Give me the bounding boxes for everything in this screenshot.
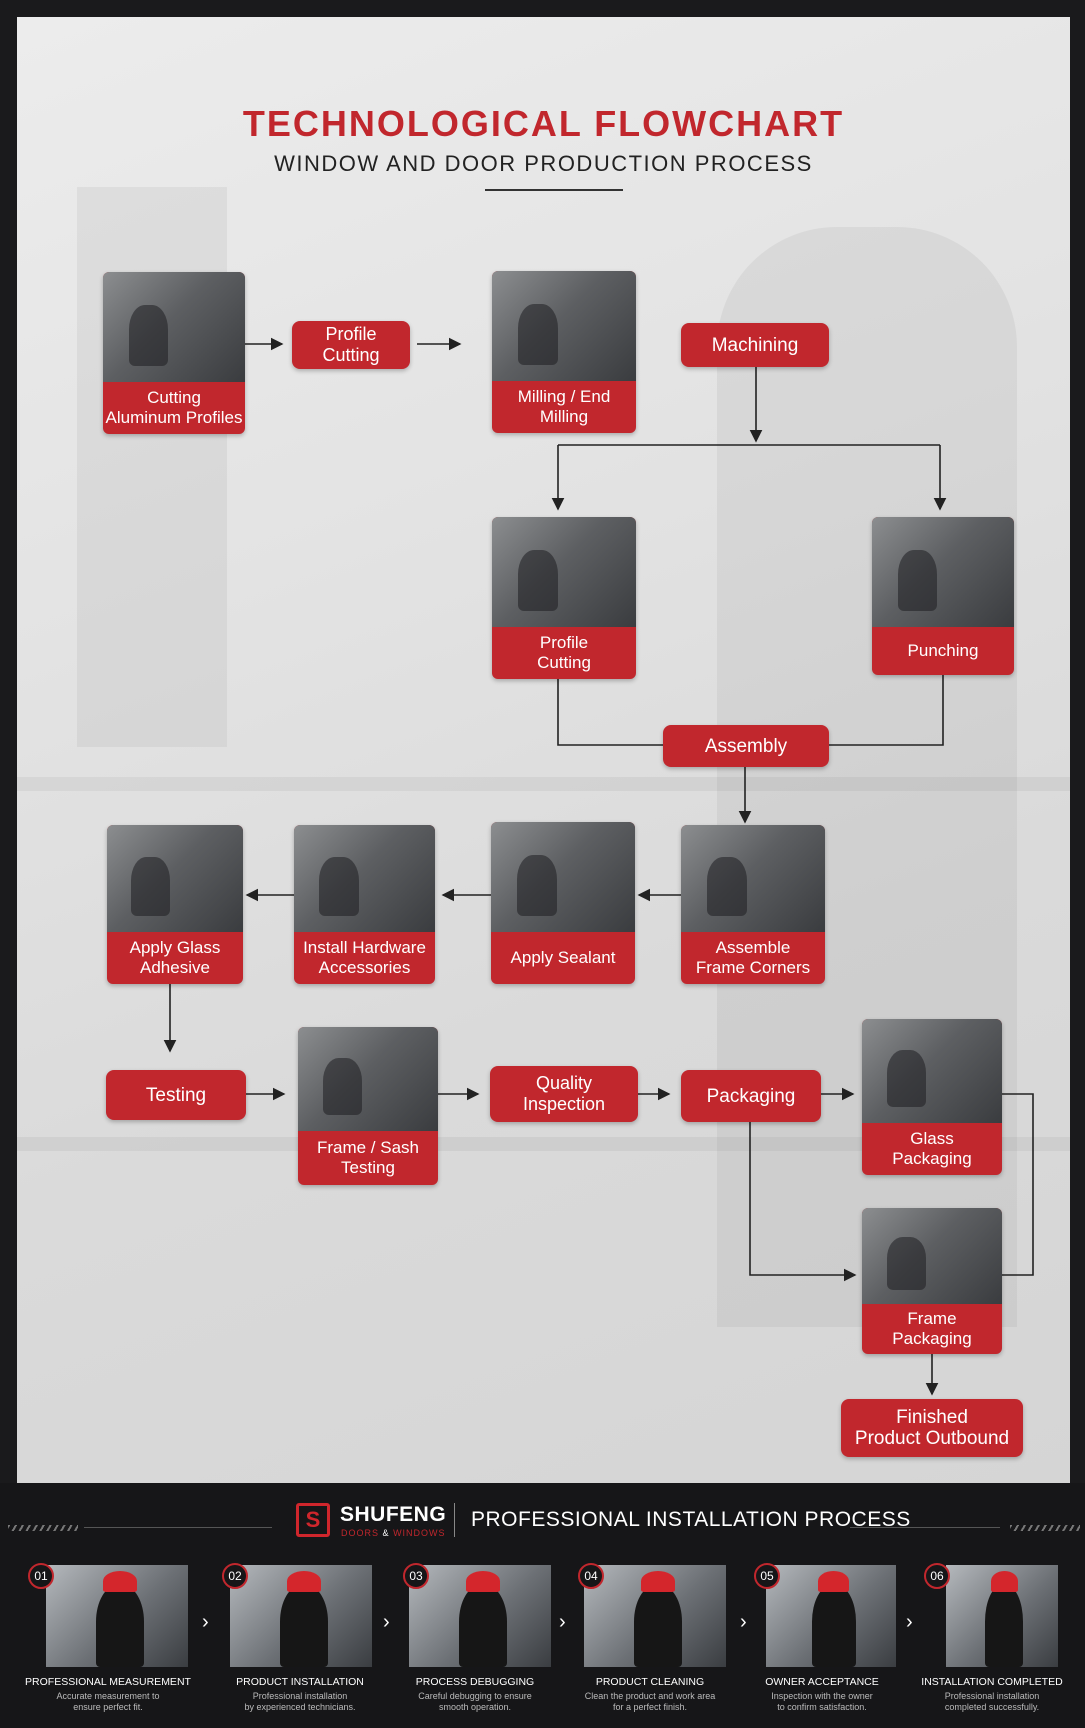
step-name: OWNER ACCEPTANCE xyxy=(765,1676,879,1688)
step-machining: Machining xyxy=(681,323,829,367)
measurement-photo xyxy=(46,1565,188,1667)
step-description: Careful debugging to ensure smooth opera… xyxy=(418,1691,532,1712)
step-card-profile-cutting: Profile Cutting xyxy=(492,517,636,679)
cleaning-photo xyxy=(584,1565,726,1667)
card-label: Apply Sealant xyxy=(510,948,616,967)
shufeng-logo-icon: S xyxy=(296,1503,330,1537)
step-card-cutting-aluminum: Cutting Aluminum Profiles xyxy=(103,272,245,434)
brand-tagline: DOORS & WINDOWS xyxy=(341,1528,446,1538)
step-profile-cutting: Profile Cutting xyxy=(292,321,410,369)
sealant-photo xyxy=(491,822,635,932)
card-label: Glass Packaging xyxy=(892,1129,972,1168)
hardware-photo xyxy=(294,825,435,932)
step-assembly: Assembly xyxy=(663,725,829,767)
step-name: PRODUCT CLEANING xyxy=(595,1676,705,1688)
chevron-right-icon: › xyxy=(383,1611,390,1633)
sash-testing-photo xyxy=(298,1027,438,1131)
milling-photo xyxy=(492,271,636,381)
background-rail xyxy=(17,777,1070,791)
header-separator xyxy=(454,1503,455,1537)
step-card-apply-glass: Apply Glass Adhesive xyxy=(107,825,243,984)
step-card-frame-sash-testing: Frame / Sash Testing xyxy=(298,1027,438,1185)
hatch-decoration xyxy=(8,1525,78,1531)
step-number: 04 xyxy=(578,1563,604,1589)
step-card-glass-packaging: Glass Packaging xyxy=(862,1019,1002,1175)
flowchart-panel: TECHNOLOGICAL FLOWCHART WINDOW AND DOOR … xyxy=(17,17,1070,1483)
merge-line xyxy=(829,675,944,746)
step-card-frame-packaging: Frame Packaging xyxy=(862,1208,1002,1354)
step-card-apply-sealant: Apply Sealant xyxy=(491,822,635,984)
step-description: Inspection with the owner to confirm sat… xyxy=(771,1691,873,1712)
step-name: PROFESSIONAL MEASUREMENT xyxy=(25,1676,191,1688)
step-name: PRODUCT INSTALLATION xyxy=(236,1676,364,1688)
card-label: Profile Cutting xyxy=(537,633,591,672)
step-card-punching: Punching xyxy=(872,517,1014,675)
debugging-photo xyxy=(409,1565,551,1667)
step-number: 01 xyxy=(28,1563,54,1589)
step-description: Professional installation by experienced… xyxy=(244,1691,356,1712)
profile-cutting-photo xyxy=(492,517,636,627)
installation-title: PROFESSIONAL INSTALLATION PROCESS xyxy=(471,1508,911,1531)
step-testing: Testing xyxy=(106,1070,246,1120)
step-number: 02 xyxy=(222,1563,248,1589)
step-card-assemble-corners: Assemble Frame Corners xyxy=(681,825,825,984)
glass-packaging-photo xyxy=(862,1019,1002,1123)
header-line xyxy=(850,1527,1000,1528)
installation-photo xyxy=(230,1565,372,1667)
acceptance-photo xyxy=(766,1565,896,1667)
chevron-right-icon: › xyxy=(906,1611,913,1633)
completed-photo xyxy=(946,1565,1058,1667)
hatch-decoration xyxy=(1010,1525,1080,1531)
chevron-right-icon: › xyxy=(202,1611,209,1633)
card-label: Apply Glass Adhesive xyxy=(129,938,221,977)
step-quality-inspection: Quality Inspection xyxy=(490,1066,638,1122)
cutting-photo xyxy=(103,272,245,382)
step-name: INSTALLATION COMPLETED xyxy=(921,1676,1063,1688)
header-line xyxy=(84,1527,272,1528)
card-label: Punching xyxy=(907,641,979,660)
merge-line xyxy=(557,675,667,746)
step-description: Accurate measurement to ensure perfect f… xyxy=(56,1691,160,1712)
brand-name: SHUFENG xyxy=(340,1503,447,1526)
flowchart-title: TECHNOLOGICAL FLOWCHART xyxy=(242,103,845,144)
step-finished-outbound: Finished Product Outbound xyxy=(841,1399,1023,1457)
card-label: Frame Packaging xyxy=(892,1309,972,1348)
installation-panel: S SHUFENG DOORS & WINDOWS PROFESSIONAL I… xyxy=(0,1483,1085,1728)
arrow xyxy=(749,1117,857,1282)
frame-packaging-photo xyxy=(862,1208,1002,1304)
step-card-install-hardware: Install Hardware Accessories xyxy=(294,825,435,984)
step-name: PROCESS DEBUGGING xyxy=(415,1676,535,1688)
card-label: Cutting Aluminum Profiles xyxy=(105,388,243,427)
card-label: Frame / Sash Testing xyxy=(316,1138,420,1177)
background-rail xyxy=(17,1137,1070,1151)
title-divider xyxy=(485,189,623,191)
corners-photo xyxy=(681,825,825,932)
chevron-right-icon: › xyxy=(559,1611,566,1633)
step-card-milling: Milling / End Milling xyxy=(492,271,636,433)
flowchart-subtitle: WINDOW AND DOOR PRODUCTION PROCESS xyxy=(274,151,813,176)
punching-photo xyxy=(872,517,1014,627)
chevron-right-icon: › xyxy=(740,1611,747,1633)
flow-connectors xyxy=(163,337,1034,1396)
step-number: 06 xyxy=(924,1563,950,1589)
step-description: Professional installation completed succ… xyxy=(944,1691,1040,1712)
step-description: Clean the product and work area for a pe… xyxy=(584,1691,716,1712)
step-number: 03 xyxy=(403,1563,429,1589)
step-packaging: Packaging xyxy=(681,1070,821,1122)
card-label: Install Hardware Accessories xyxy=(303,938,426,977)
step-number: 05 xyxy=(754,1563,780,1589)
card-label: Milling / End Milling xyxy=(517,387,611,426)
card-label: Assemble Frame Corners xyxy=(695,938,811,977)
glass-adhesive-photo xyxy=(107,825,243,932)
